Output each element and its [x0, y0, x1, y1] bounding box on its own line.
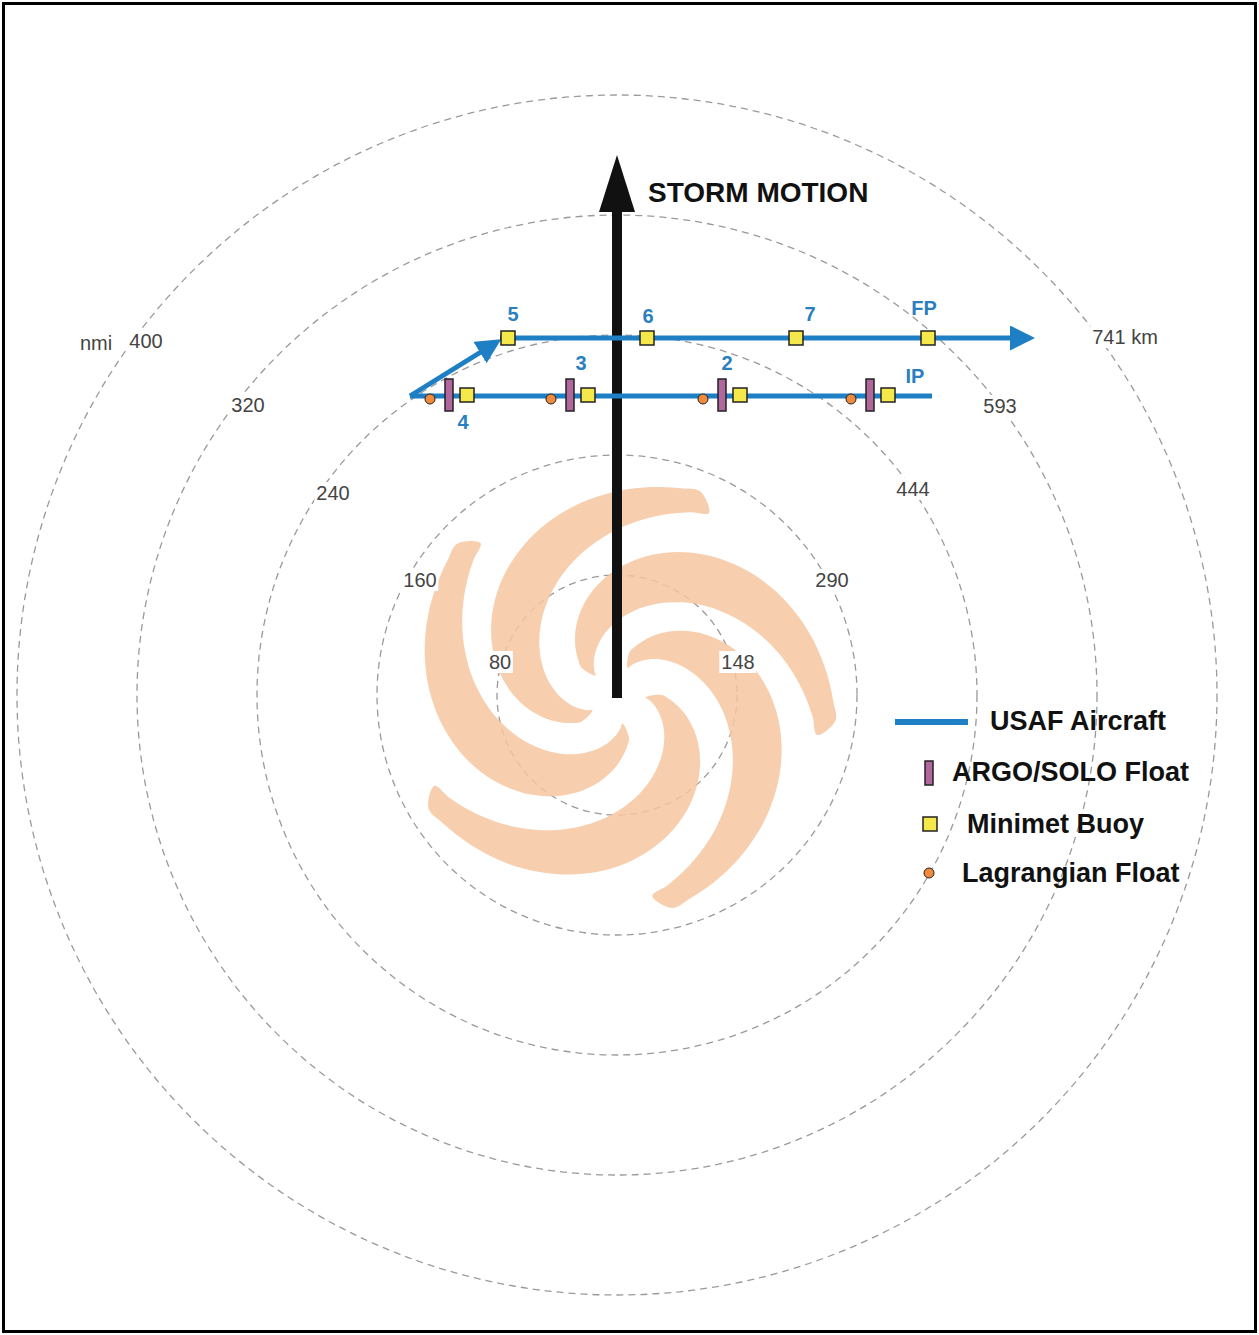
lagrangian-float — [698, 394, 708, 404]
station-label: FP — [911, 297, 937, 319]
argo-solo-float — [718, 379, 726, 411]
lagrangian-float — [425, 394, 435, 404]
minimet-buoy — [881, 388, 895, 402]
range-label: 160 — [401, 569, 438, 591]
range-label: 148 — [719, 651, 756, 673]
legend-entry: USAF Aircraft — [990, 707, 1166, 737]
minimet-buoy — [789, 331, 803, 345]
argo-solo-float — [866, 379, 874, 411]
station-label: IP — [906, 365, 925, 387]
lagrangian-float — [546, 394, 556, 404]
argo-solo-float — [566, 379, 574, 411]
spiral-arm — [627, 631, 782, 908]
hurricane-spiral — [425, 487, 837, 908]
legend-entry: ARGO/SOLO Float — [952, 758, 1189, 788]
legend-entry: Minimet Buoy — [967, 810, 1144, 840]
minimet-buoy — [640, 331, 654, 345]
lagrangian-float — [846, 394, 856, 404]
range-rings — [17, 95, 1217, 1295]
station-number: 3 — [575, 352, 586, 374]
station-number: 5 — [507, 303, 518, 325]
legend-entry: Lagrangian Float — [962, 859, 1180, 889]
unit-label: nmi — [78, 332, 114, 354]
instruments — [425, 331, 935, 411]
minimet-buoy — [460, 388, 474, 402]
station-number: 6 — [642, 305, 653, 327]
storm-motion-arrow — [599, 155, 635, 698]
range-label: 741 km — [1090, 326, 1160, 348]
range-label: 240 — [314, 482, 351, 504]
range-label: 593 — [981, 395, 1018, 417]
station-number: 2 — [721, 352, 732, 374]
range-label: 444 — [894, 478, 931, 500]
range-label: 400 — [127, 330, 164, 352]
station-number: 7 — [804, 303, 815, 325]
legend-samples — [895, 722, 968, 878]
minimet-buoy — [501, 331, 515, 345]
minimet-buoy — [581, 388, 595, 402]
range-label: 80 — [487, 651, 513, 673]
storm-motion-label: STORM MOTION — [648, 178, 868, 209]
argo-solo-float — [445, 379, 453, 411]
minimet-buoy — [921, 331, 935, 345]
station-number: 4 — [457, 411, 468, 433]
range-label: 320 — [229, 394, 266, 416]
range-label: 290 — [813, 569, 850, 591]
minimet-buoy — [733, 388, 747, 402]
